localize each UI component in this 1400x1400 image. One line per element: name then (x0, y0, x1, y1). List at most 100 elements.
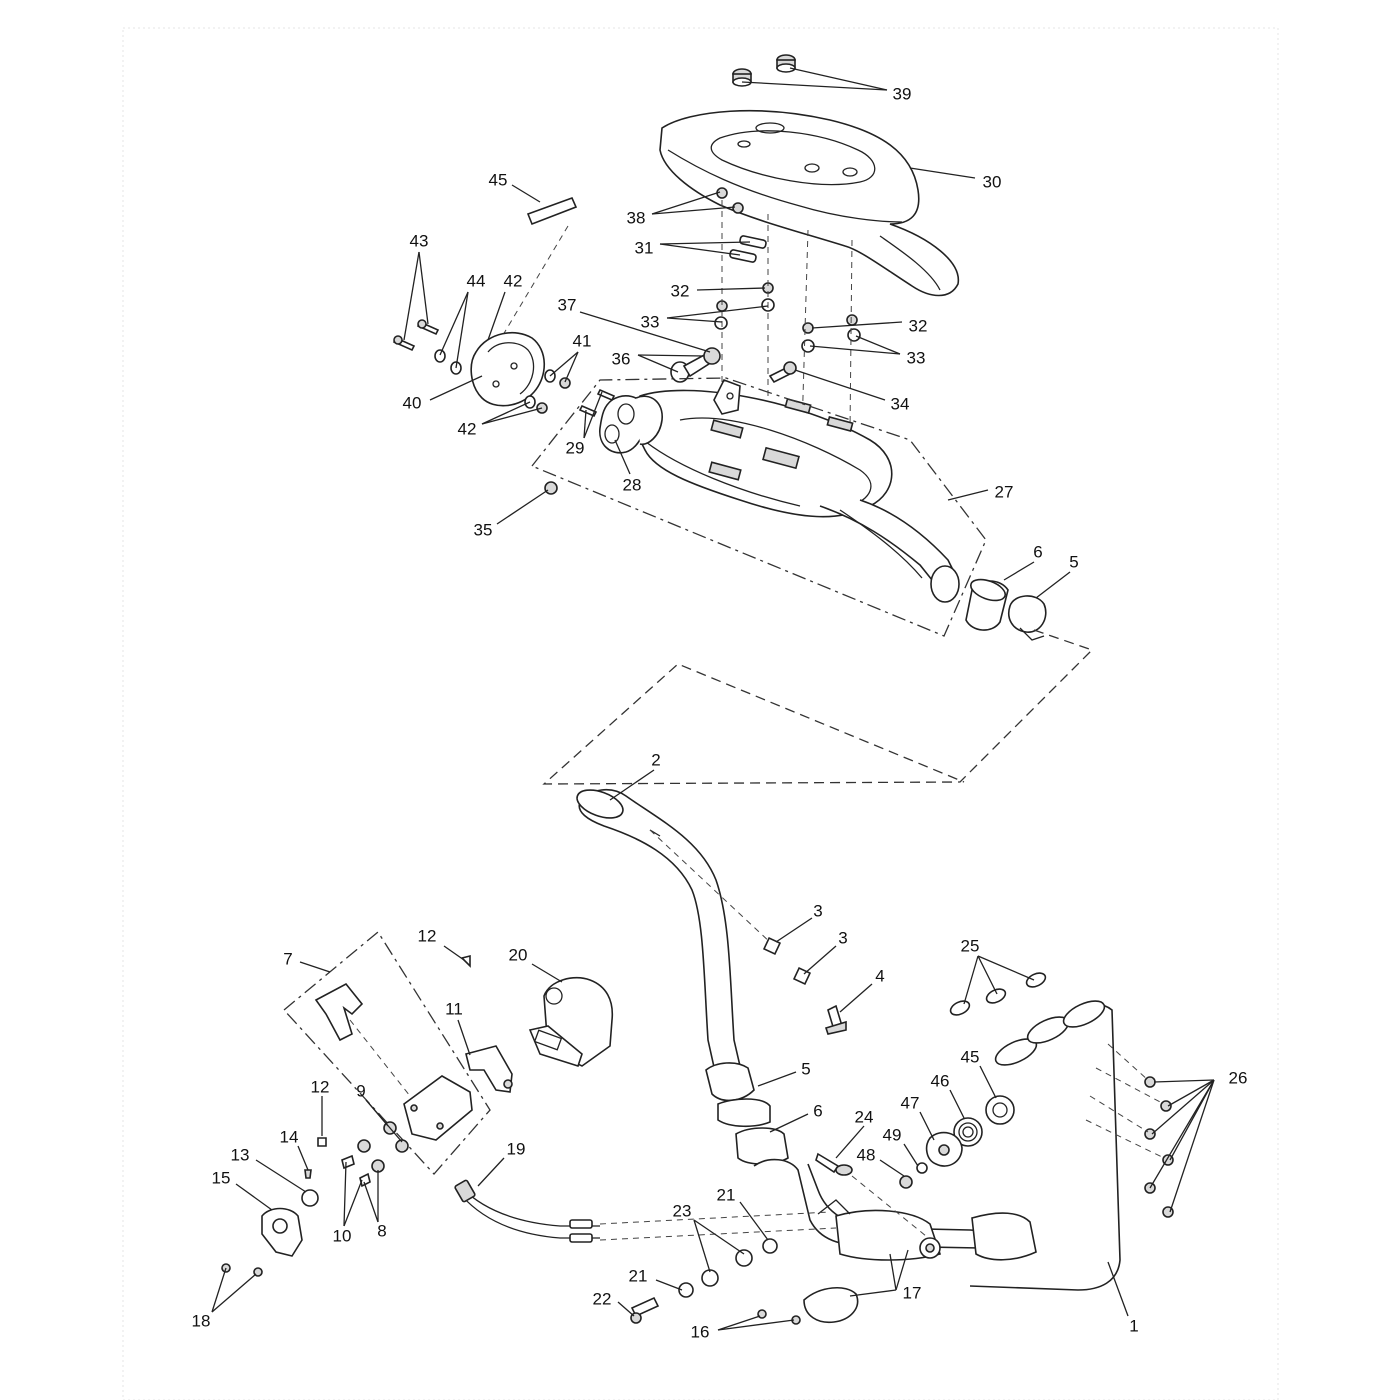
leader-line-c22-0 (617, 1301, 635, 1317)
leader-line-c49-0 (903, 1143, 919, 1167)
leader-line-c26-0 (1153, 1079, 1215, 1083)
callout-c25: 25 (961, 936, 980, 955)
callout-c14: 14 (280, 1127, 299, 1146)
callout-c48: 48 (857, 1145, 876, 1164)
leader-line-c24-0 (835, 1125, 865, 1159)
leader-line-c14-0 (297, 1145, 309, 1171)
leader-line-c39-0 (789, 67, 888, 91)
leader-line-c9-1 (365, 1099, 403, 1143)
callout-c15: 15 (212, 1168, 231, 1187)
valve-actuator-part (528, 976, 614, 1067)
callout-c24: 24 (855, 1107, 874, 1126)
callout-c35: 35 (474, 520, 493, 539)
callout-c31: 31 (635, 238, 654, 257)
callout-c49: 49 (883, 1125, 902, 1144)
callout-c18: 18 (192, 1311, 211, 1330)
leader-line-c44-1 (455, 291, 469, 369)
leader-line-c17-1 (895, 1249, 909, 1291)
callout-c20: 20 (509, 945, 528, 964)
leader-line-c1-0 (1107, 1261, 1129, 1317)
link-pipe-connection-boundary (542, 629, 1094, 785)
callout-c28: 28 (623, 475, 642, 494)
callout-c47: 47 (901, 1093, 920, 1112)
leader-line-c29-0 (583, 409, 587, 439)
actuator-plate-part (460, 954, 513, 1093)
silencer-flange-part (599, 395, 663, 454)
leader-line-c45b-0 (979, 1065, 997, 1099)
leader-line-c21a-0 (739, 1201, 769, 1241)
leader-line-c29-1 (583, 391, 603, 439)
leader-line-c33a-0 (666, 317, 723, 323)
callout-c27: 27 (995, 482, 1014, 501)
leader-line-c23-0 (693, 1219, 745, 1255)
leader-line-c44-0 (439, 291, 469, 356)
leader-line-c25-1 (977, 955, 998, 995)
callout-c42a: 42 (504, 271, 523, 290)
callout-c29: 29 (566, 438, 585, 457)
leader-line-c3a-0 (775, 917, 813, 943)
leader-line-c5b-0 (757, 1071, 797, 1087)
leader-line-c20-0 (531, 963, 563, 983)
callout-c23: 23 (673, 1201, 692, 1220)
end-cap-fasteners (392, 319, 616, 418)
callout-c30: 30 (983, 172, 1002, 191)
leader-line-c3b-0 (803, 945, 837, 975)
callout-c37: 37 (558, 295, 577, 314)
bracket-assembly-boundary (283, 931, 491, 1175)
callout-c5a: 5 (1069, 552, 1078, 571)
callout-c7: 7 (283, 949, 292, 968)
leader-line-c16-1 (717, 1319, 795, 1331)
callout-c3b: 3 (838, 928, 847, 947)
callout-c8: 8 (377, 1221, 386, 1240)
exhaust-valve-parts (815, 1095, 1015, 1237)
leader-line-c5a-0 (1035, 571, 1071, 599)
leader-line-c16-0 (717, 1315, 761, 1331)
leader-line-c41-1 (564, 351, 579, 383)
leader-line-c26-5 (1169, 1079, 1215, 1213)
sleeve-and-clamp-upper (965, 578, 1047, 641)
header-gaskets (949, 972, 1047, 1016)
leader-line-c4-0 (839, 983, 873, 1013)
callout-c22: 22 (593, 1289, 612, 1308)
leader-line-c39-1 (741, 81, 888, 91)
callout-c4: 4 (875, 966, 884, 985)
leader-line-c38-0 (651, 191, 721, 215)
callout-c44: 44 (467, 271, 486, 290)
callout-c26: 26 (1229, 1068, 1248, 1087)
leader-line-c18-1 (211, 1273, 257, 1313)
callout-c13: 13 (231, 1145, 250, 1164)
leader-line-c17-2 (889, 1253, 897, 1291)
leader-line-c33b-1 (809, 345, 901, 355)
leader-line-c36-0 (637, 354, 705, 357)
leader-line-c27-0 (947, 489, 989, 501)
callout-c46: 46 (931, 1071, 950, 1090)
grommet-39 (732, 54, 796, 87)
leader-line-c26-1 (1167, 1079, 1215, 1107)
leader-line-c2-0 (609, 769, 655, 801)
callout-c41: 41 (573, 331, 592, 350)
leader-line-c37-0 (579, 311, 711, 353)
leader-line-c26-4 (1149, 1079, 1215, 1189)
leader-line-c32b-0 (811, 321, 903, 329)
callout-c3a: 3 (813, 901, 822, 920)
leader-line-c13-0 (255, 1159, 307, 1193)
small-spacers-3-4 (762, 936, 847, 1035)
leader-line-c47-0 (919, 1111, 935, 1141)
leader-line-c11-0 (457, 1019, 471, 1056)
leader-line-c12a-0 (443, 945, 465, 961)
leader-line-c25-0 (963, 955, 979, 1005)
leader-line-c46-0 (949, 1089, 965, 1119)
leader-line-c42a-0 (487, 291, 506, 341)
leader-line-c30-0 (909, 167, 976, 179)
leader-line-c40-0 (429, 375, 483, 401)
callout-c34: 34 (891, 394, 910, 413)
callout-c33a: 33 (641, 312, 660, 331)
callout-c12b: 12 (311, 1077, 330, 1096)
label-plate (526, 196, 578, 226)
callout-c6b: 6 (813, 1101, 822, 1120)
leader-line-c43-1 (418, 251, 429, 325)
callout-c38: 38 (627, 208, 646, 227)
sleeve-and-clamp-lower (717, 1098, 789, 1165)
